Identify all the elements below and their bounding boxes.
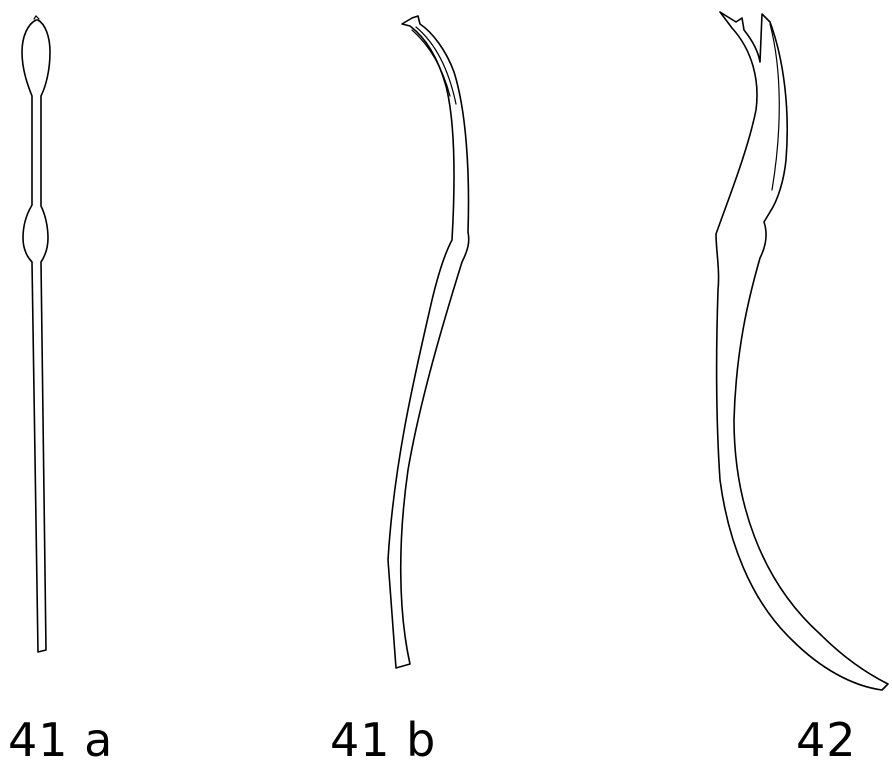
figure-label-42: 42 <box>796 713 857 767</box>
figure-41b-drawing <box>387 15 470 669</box>
figure-label-41b: 41 b <box>330 713 437 767</box>
figure-42-drawing <box>715 11 889 691</box>
figure-41a-drawing <box>21 15 51 653</box>
figure-label-41a: 41 a <box>8 713 114 767</box>
